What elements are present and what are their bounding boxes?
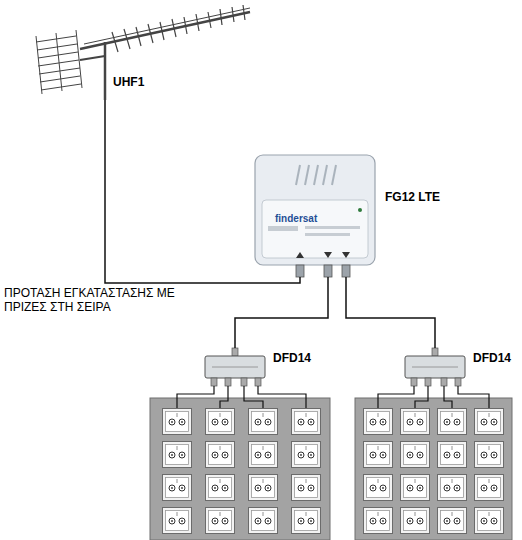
splitter-drawing bbox=[205, 348, 465, 386]
amplifier-node: findersat FG12 LTE bbox=[255, 155, 455, 277]
amplifier-label: FG12 LTE bbox=[385, 191, 440, 205]
wall-socket bbox=[292, 409, 321, 435]
wall-socket bbox=[206, 442, 235, 468]
brand-text: findersat bbox=[275, 213, 317, 225]
wall-socket bbox=[475, 508, 504, 534]
wall-socket bbox=[292, 442, 321, 468]
wall-socket bbox=[401, 475, 430, 501]
wall-socket bbox=[206, 475, 235, 501]
splitter-label: DFD14 bbox=[473, 352, 511, 366]
wall-socket bbox=[163, 409, 192, 435]
wall-panel bbox=[355, 398, 512, 540]
amplifier-drawing bbox=[255, 155, 375, 277]
wall-socket bbox=[438, 409, 467, 435]
coax-cable bbox=[346, 277, 435, 348]
wall-socket bbox=[163, 475, 192, 501]
splitter-label: DFD14 bbox=[273, 352, 311, 366]
wall-socket bbox=[364, 475, 393, 501]
coax-cable bbox=[105, 100, 300, 283]
antenna-label: UHF1 bbox=[113, 76, 144, 90]
wall-socket bbox=[475, 409, 504, 435]
wall-socket bbox=[249, 442, 278, 468]
splitter-node: DFD14 bbox=[405, 348, 517, 386]
wall-socket bbox=[163, 442, 192, 468]
coax-cable bbox=[235, 277, 328, 348]
wall-socket bbox=[249, 508, 278, 534]
wall-socket bbox=[206, 508, 235, 534]
wall-socket bbox=[364, 442, 393, 468]
wall-socket bbox=[364, 508, 393, 534]
wall-socket bbox=[249, 409, 278, 435]
wall-socket bbox=[401, 508, 430, 534]
installation-note: ΠΡΟΤΑΣΗ ΕΓΚΑΤΑΣΤΑΣΗΣ ΜΕ ΠΡΙΖΕΣ ΣΤΗ ΣΕΙΡΑ bbox=[4, 286, 176, 315]
wall-socket bbox=[163, 508, 192, 534]
antenna-node: UHF1 bbox=[20, 4, 250, 100]
wall-socket bbox=[249, 475, 278, 501]
antenna-drawing bbox=[36, 5, 250, 100]
wall-socket bbox=[438, 508, 467, 534]
wall-panel bbox=[150, 398, 330, 540]
wall-socket bbox=[206, 409, 235, 435]
wall-socket bbox=[438, 475, 467, 501]
socket-group bbox=[163, 409, 504, 534]
wall-socket bbox=[292, 508, 321, 534]
socket-wires bbox=[177, 386, 489, 408]
wall-socket bbox=[401, 442, 430, 468]
splitter-node: DFD14 bbox=[205, 348, 315, 386]
wall-socket bbox=[364, 409, 393, 435]
wall-socket bbox=[475, 475, 504, 501]
wall-socket bbox=[292, 475, 321, 501]
wall-socket bbox=[475, 442, 504, 468]
wall-socket bbox=[401, 409, 430, 435]
wall-socket bbox=[438, 442, 467, 468]
